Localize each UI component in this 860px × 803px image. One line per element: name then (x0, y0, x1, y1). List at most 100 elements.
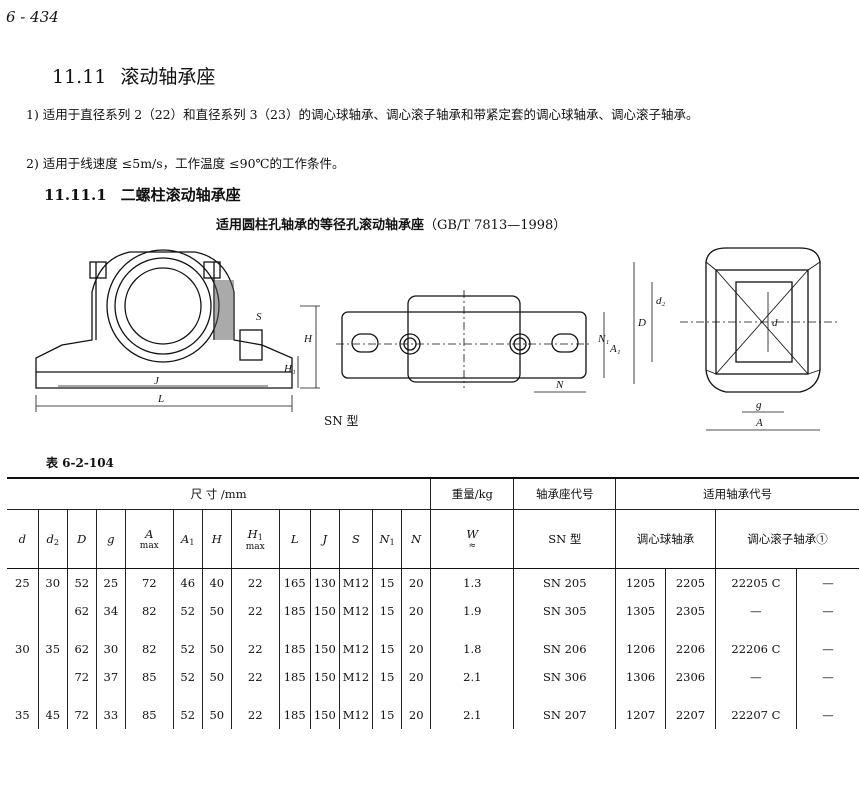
col-A1: A1 (172, 509, 203, 569)
dim-label-A1: A₁ (609, 343, 621, 355)
col-N1: N1 (372, 509, 403, 569)
table-group-header: 尺 寸 /mm 重量/kg 轴承座代号 适用轴承代号 (7, 477, 859, 510)
cell-d: 52 (66, 568, 97, 597)
dim-label-g: g (756, 399, 762, 411)
col-SN: SN 型 (513, 509, 617, 569)
cell-a: 82 (124, 597, 174, 625)
dim-label-A: A (755, 417, 763, 429)
cell-a: 82 (124, 635, 174, 663)
cell-w: 1.9 (430, 597, 515, 625)
cell-d: 25 (7, 568, 39, 597)
header-weight: 重量/kg (430, 477, 515, 510)
cell-g: 34 (95, 597, 126, 625)
cell-b2: 2306 (665, 663, 716, 691)
cell-a: 72 (124, 568, 174, 597)
cell-j: 150 (309, 597, 340, 625)
cell-b2: 2207 (665, 701, 716, 729)
dim-label-L: L (157, 393, 164, 405)
cell-j: 150 (309, 635, 340, 663)
cell-sn: SN 205 (513, 568, 617, 597)
cell-h1: 22 (230, 597, 280, 625)
cell-h1: 22 (230, 663, 280, 691)
table-label: 表 6-2-104 (46, 456, 114, 470)
cell-d2: 45 (37, 701, 68, 729)
dim-label-N1: N₁ (597, 333, 609, 345)
subsection-name: 二螺柱滚动轴承座 (120, 186, 241, 204)
cell-n: 20 (401, 568, 432, 597)
front-view: J L H H₁ S (35, 249, 320, 412)
col-d2: d2 (37, 509, 68, 569)
cell-g: 37 (95, 663, 126, 691)
cell-b1: 1205 (615, 568, 667, 597)
section-number: 11.11 (52, 66, 107, 88)
cell-a1: 52 (172, 635, 203, 663)
cell-j: 130 (309, 568, 340, 597)
dim-label-H: H (303, 333, 313, 345)
section-title: 11.11 滚动轴承座 (52, 62, 229, 89)
cell-sn: SN 206 (513, 635, 617, 663)
cell-h: 40 (201, 568, 232, 597)
col-J: J (309, 509, 340, 569)
dim-label-d: d (772, 317, 778, 329)
dim-label-D: D (637, 317, 646, 329)
cell-h: 50 (201, 597, 232, 625)
cell-b1: 1207 (615, 701, 667, 729)
col-H: H (201, 509, 232, 569)
cell-b2: 2206 (665, 635, 716, 663)
cell-r1: 22207 C (714, 701, 797, 729)
cell-j: 150 (309, 701, 340, 729)
cell-a1: 52 (172, 597, 203, 625)
cell-n1: 15 (372, 635, 403, 663)
col-N: N (401, 509, 432, 569)
col-roller-bearing: 调心滚子轴承① (714, 509, 859, 569)
figure-title-text: 适用圆柱孔轴承的等径孔滚动轴承座 (216, 218, 425, 233)
cell-l: 185 (278, 701, 311, 729)
cell-s: M12 (338, 663, 374, 691)
cell-s: M12 (338, 568, 374, 597)
cell-s: M12 (338, 701, 374, 729)
row-gap (7, 691, 859, 701)
cell-sn: SN 306 (513, 663, 617, 691)
cell-s: M12 (338, 635, 374, 663)
cell-d (7, 663, 39, 691)
dim-label-d2: d₂ (656, 295, 666, 307)
cell-n: 20 (401, 635, 432, 663)
cell-h1: 22 (230, 635, 280, 663)
cell-n: 20 (401, 663, 432, 691)
cell-b2: 2205 (665, 568, 716, 597)
cell-d2 (37, 597, 68, 625)
cell-d: 30 (7, 635, 39, 663)
col-D: D (66, 509, 97, 569)
col-d: d (7, 509, 39, 569)
cell-s: M12 (338, 597, 374, 625)
cell-d2 (37, 663, 68, 691)
cell-n1: 15 (372, 663, 403, 691)
cell-r1: — (714, 663, 797, 691)
cell-a1: 46 (172, 568, 203, 597)
cell-d: 72 (66, 701, 97, 729)
cell-r2: — (795, 635, 859, 663)
cell-n: 20 (401, 701, 432, 729)
cell-n1: 15 (372, 701, 403, 729)
cell-n: 20 (401, 597, 432, 625)
cell-d: 62 (66, 635, 97, 663)
dim-label-J: J (154, 375, 160, 387)
section-name: 滚动轴承座 (120, 66, 216, 88)
cell-sn: SN 207 (513, 701, 617, 729)
cell-l: 185 (278, 597, 311, 625)
col-ball-bearing: 调心球轴承 (615, 509, 716, 569)
figure-title: 适用圆柱孔轴承的等径孔滚动轴承座（GB/T 7813—1998） (216, 214, 566, 233)
col-g: g (95, 509, 126, 569)
cell-d2: 30 (37, 568, 68, 597)
cell-d: 72 (66, 663, 97, 691)
cell-b1: 1305 (615, 597, 667, 625)
cell-g: 30 (95, 635, 126, 663)
figure-standard: （GB/T 7813—1998） (424, 218, 567, 233)
cell-d2: 35 (37, 635, 68, 663)
paragraph-1: 1) 适用于直径系列 2（22）和直径系列 3（23）的调心球轴承、调心滚子轴承… (26, 107, 699, 122)
